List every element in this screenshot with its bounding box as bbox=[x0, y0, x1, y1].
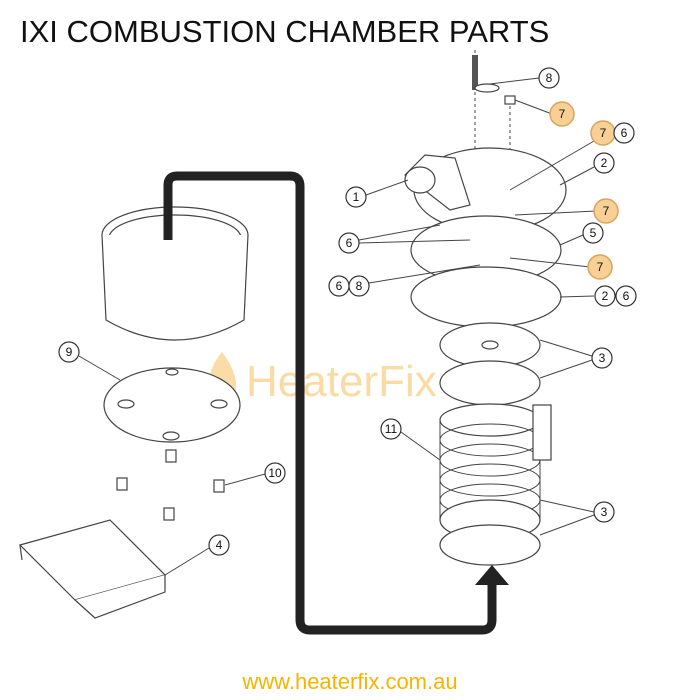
svg-text:6: 6 bbox=[346, 236, 353, 250]
callout-9: 9 bbox=[58, 341, 80, 363]
callout-6: 6 bbox=[328, 275, 350, 297]
svg-text:10: 10 bbox=[268, 466, 282, 480]
part-right-stack bbox=[404, 50, 567, 566]
part-10-feet bbox=[116, 449, 225, 521]
svg-text:2: 2 bbox=[601, 156, 608, 170]
callout-6: 6 bbox=[613, 122, 635, 144]
callout-3: 3 bbox=[593, 501, 615, 523]
svg-text:7: 7 bbox=[597, 260, 604, 274]
svg-text:6: 6 bbox=[336, 279, 343, 293]
part-bowl bbox=[101, 206, 249, 341]
callout-3: 3 bbox=[591, 347, 613, 369]
svg-text:2: 2 bbox=[602, 289, 609, 303]
flow-arrow bbox=[163, 171, 497, 635]
callout-7-highlighted: 7 bbox=[549, 101, 575, 127]
callout-1: 1 bbox=[345, 186, 367, 208]
svg-text:7: 7 bbox=[603, 204, 610, 218]
leader-lines bbox=[78, 77, 597, 576]
callout-6: 6 bbox=[615, 285, 637, 307]
part-9-plate bbox=[103, 367, 241, 443]
svg-text:5: 5 bbox=[590, 226, 597, 240]
arrow-head-icon bbox=[475, 565, 509, 585]
svg-text:1: 1 bbox=[353, 190, 360, 204]
page-title: IXI COMBUSTION CHAMBER PARTS bbox=[20, 14, 550, 49]
callout-7-highlighted: 7 bbox=[593, 198, 619, 224]
heaterfix-watermark: HeaterFix bbox=[208, 352, 437, 408]
svg-text:9: 9 bbox=[66, 345, 73, 359]
svg-text:7: 7 bbox=[559, 107, 566, 121]
svg-text:8: 8 bbox=[356, 279, 363, 293]
callout-4: 4 bbox=[208, 534, 230, 556]
svg-text:8: 8 bbox=[546, 71, 553, 85]
website-url[interactable]: www.heaterfix.com.au bbox=[242, 669, 458, 694]
svg-text:3: 3 bbox=[599, 351, 606, 365]
callout-11: 11 bbox=[380, 418, 402, 440]
part-4-bracket bbox=[18, 519, 167, 619]
svg-text:7: 7 bbox=[600, 126, 607, 140]
callout-7-highlighted: 7 bbox=[590, 120, 616, 146]
callout-2: 2 bbox=[593, 152, 615, 174]
callout-6: 6 bbox=[338, 232, 360, 254]
svg-text:11: 11 bbox=[385, 422, 398, 436]
callout-5: 5 bbox=[582, 222, 604, 244]
callout-10: 10 bbox=[264, 462, 286, 484]
callout-8: 8 bbox=[348, 275, 370, 297]
svg-text:4: 4 bbox=[216, 538, 223, 552]
callout-7-highlighted: 7 bbox=[587, 254, 613, 280]
callout-2: 2 bbox=[594, 285, 616, 307]
svg-text:6: 6 bbox=[623, 289, 630, 303]
svg-text:3: 3 bbox=[601, 505, 608, 519]
watermark-text: HeaterFix bbox=[246, 357, 437, 406]
callout-8: 8 bbox=[538, 67, 560, 89]
svg-text:6: 6 bbox=[621, 126, 628, 140]
